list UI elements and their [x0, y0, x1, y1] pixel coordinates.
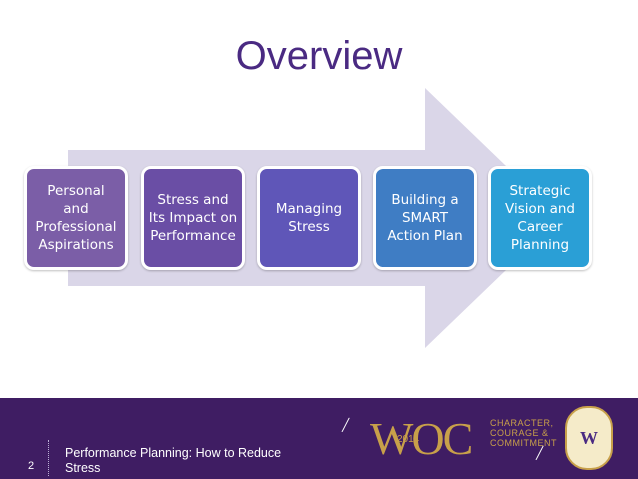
- conference-seal-icon: W: [565, 406, 613, 470]
- footer-separator: [48, 440, 49, 476]
- footer-bar: [0, 398, 638, 479]
- woc-logo-text: WOC: [370, 413, 473, 464]
- logo-tagline: CHARACTER, COURAGE & COMMITMENT: [490, 418, 557, 448]
- footer-divider: [0, 392, 638, 398]
- page-number: 2: [28, 460, 35, 472]
- conference-logo: ╱ WOC 2014 CHARACTER, COURAGE & COMMITME…: [340, 400, 620, 476]
- step-label: Personal and Professional Aspirations: [35, 183, 117, 253]
- step-box-aspirations: Personal and Professional Aspirations: [24, 166, 128, 270]
- logo-accent-mark: ╱: [536, 446, 544, 460]
- step-box-managing-stress: Managing Stress: [257, 166, 361, 270]
- footer-caption: Performance Planning: How to Reduce Stre…: [65, 446, 282, 475]
- slide-title: Overview: [235, 34, 403, 78]
- step-label: Building a SMART Action Plan: [387, 192, 463, 244]
- step-label: Strategic Vision and Career Planning: [505, 183, 575, 253]
- logo-year: 2014: [397, 434, 420, 445]
- step-box-strategic-vision: Strategic Vision and Career Planning: [488, 166, 592, 270]
- step-box-smart-plan: Building a SMART Action Plan: [373, 166, 477, 270]
- step-label: Managing Stress: [275, 201, 343, 235]
- step-label: Stress and Its Impact on Performance: [148, 192, 238, 244]
- step-box-stress-impact: Stress and Its Impact on Performance: [141, 166, 245, 270]
- logo-accent-mark: ╱: [342, 418, 350, 432]
